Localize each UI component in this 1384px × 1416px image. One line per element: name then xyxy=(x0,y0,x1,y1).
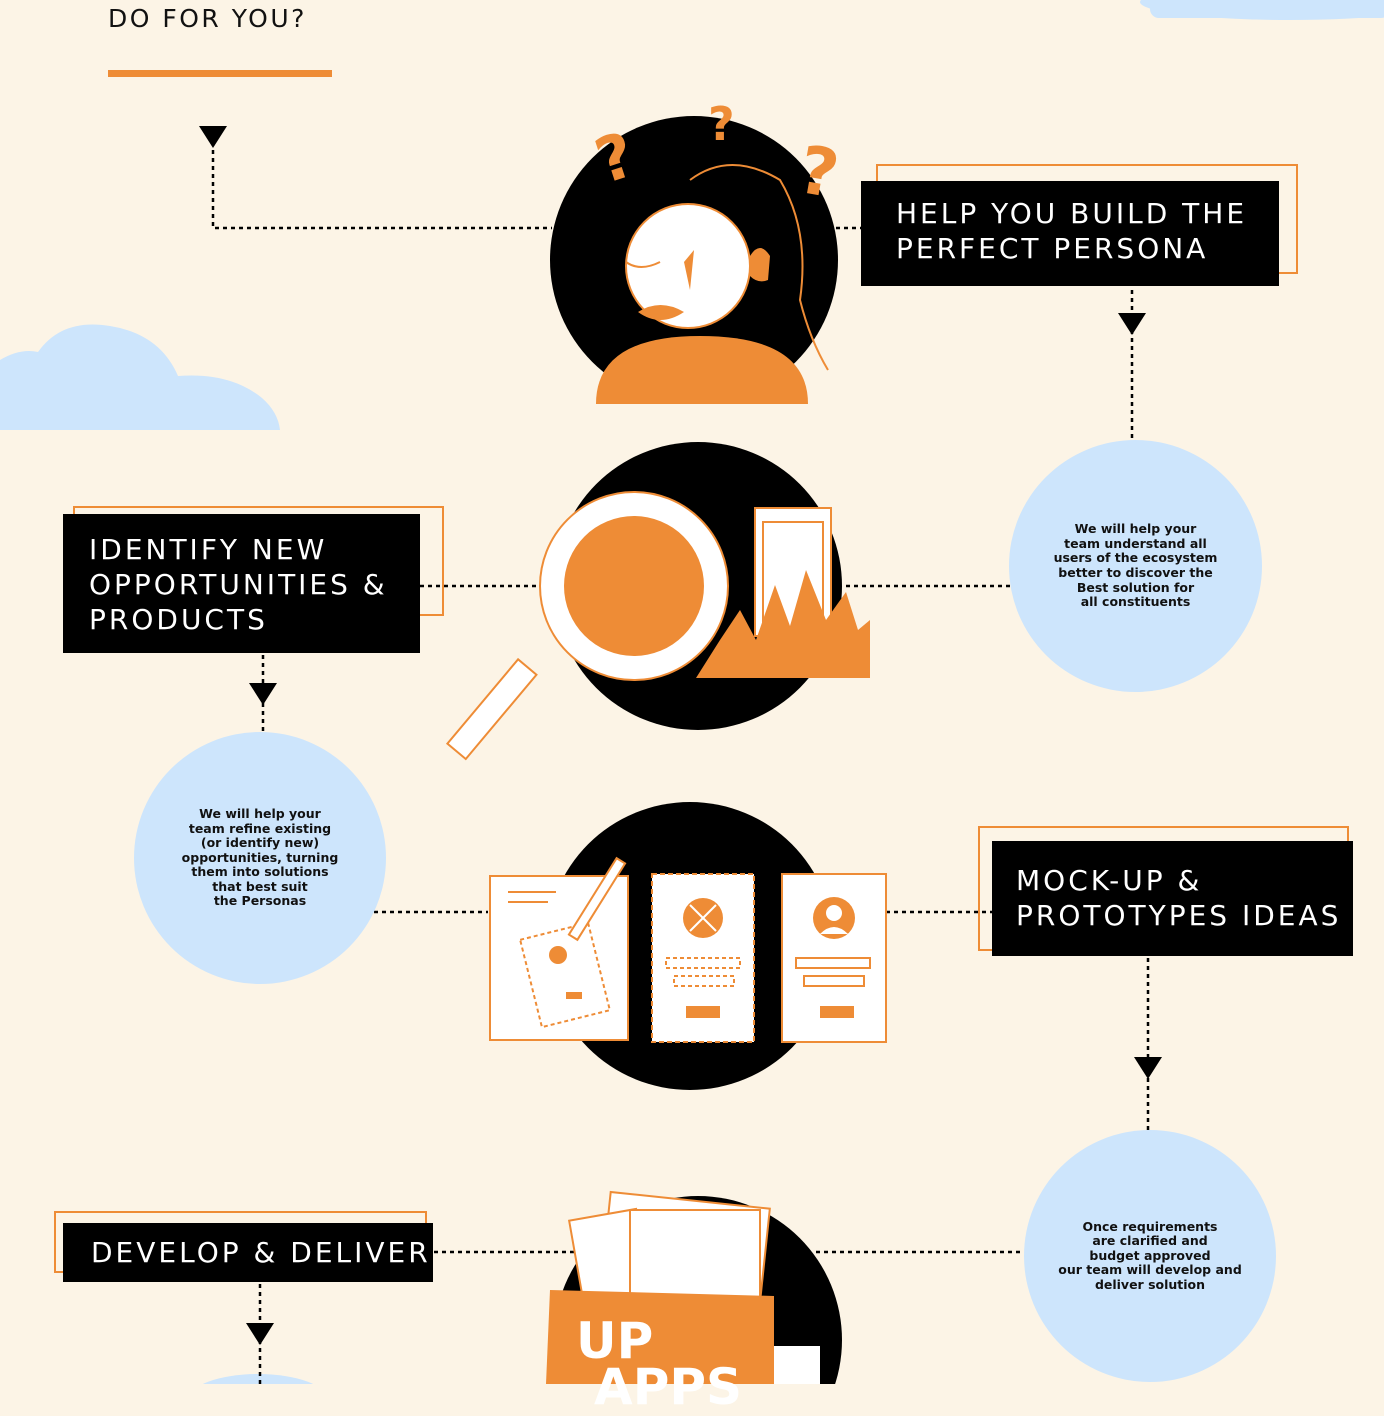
magnifier-phone-icon xyxy=(445,442,870,761)
step-1-title: HELP YOU BUILD THE PERFECT PERSONA xyxy=(861,181,1279,286)
persona-thinking-icon: ? ? ? xyxy=(550,97,844,404)
step-3-title-line: MOCK-UP & xyxy=(1016,864,1203,897)
step-3-description-line: budget approved xyxy=(1089,1247,1211,1263)
step-1-description-line: users of the ecosystem xyxy=(1053,550,1218,566)
apps-folder-label: UP APPS xyxy=(576,1312,742,1416)
step-1-description-line: team understand all xyxy=(1064,535,1207,551)
svg-text:?: ? xyxy=(708,97,735,151)
step-1-description-line: We will help your xyxy=(1074,521,1197,537)
step-1-description-line: better to discover the xyxy=(1058,565,1213,580)
apps-folder-icon xyxy=(546,1190,842,1384)
connector-lines xyxy=(211,142,1150,1384)
step-2-description-line: them into solutions xyxy=(191,864,329,880)
step-3-title: MOCK-UP & PROTOTYPES IDEAS xyxy=(992,841,1353,956)
step-3-description-line: deliver solution xyxy=(1094,1276,1206,1292)
step-3-description-line: are clarified and xyxy=(1092,1233,1208,1249)
step-2-description-line: (or identify new) xyxy=(200,835,320,851)
step-1-title-line: HELP YOU BUILD THE xyxy=(896,197,1248,230)
intro-heading: DO FOR YOU? xyxy=(108,4,307,33)
step-2-title: IDENTIFY NEW OPPORTUNITIES & PRODUCTS xyxy=(63,514,420,653)
arrow-heads xyxy=(199,126,1162,1345)
step-3-description-line: Once requirements xyxy=(1082,1218,1218,1234)
step-1-title-line: PERFECT PERSONA xyxy=(896,232,1209,265)
step-2-description-line: team refine existing xyxy=(188,820,332,836)
wireframe-screens-icon xyxy=(489,802,887,1090)
step-2-description: We will help your team refine existing (… xyxy=(134,732,386,984)
cloud-left xyxy=(0,324,280,430)
step-2-title-line: IDENTIFY NEW xyxy=(89,533,328,566)
step-3-title-line: PROTOTYPES IDEAS xyxy=(1016,899,1342,932)
cloud-top-right xyxy=(1140,0,1384,20)
step-3-description-line: our team will develop and xyxy=(1058,1262,1242,1278)
step-2-title-line: OPPORTUNITIES & xyxy=(89,568,388,601)
step-2-description-line: We will help your xyxy=(199,805,321,821)
apps-folder-label-line: APPS xyxy=(594,1358,742,1416)
intro-underline xyxy=(108,70,332,77)
step-1-description: We will help your team understand all us… xyxy=(1009,440,1262,692)
step-4-title-line: DEVELOP & DELIVER xyxy=(91,1236,431,1269)
diagram-canvas: ? ? ? xyxy=(0,0,1384,1384)
step-2-description-line: that best suit xyxy=(212,878,308,894)
step-1-description-line: all constituents xyxy=(1080,594,1191,610)
step-4-title: DEVELOP & DELIVER xyxy=(63,1223,433,1282)
svg-text:?: ? xyxy=(793,131,844,213)
cloud-bottom xyxy=(202,1374,314,1384)
step-1-description-line: Best solution for xyxy=(1076,579,1195,595)
step-3-description: Once requirements are clarified and budg… xyxy=(1024,1130,1276,1382)
apps-folder-label-line: UP xyxy=(576,1312,654,1370)
step-2-title-line: PRODUCTS xyxy=(89,603,268,636)
step-2-description-line: opportunities, turning xyxy=(181,849,339,865)
step-2-description-line: the Personas xyxy=(213,893,307,909)
